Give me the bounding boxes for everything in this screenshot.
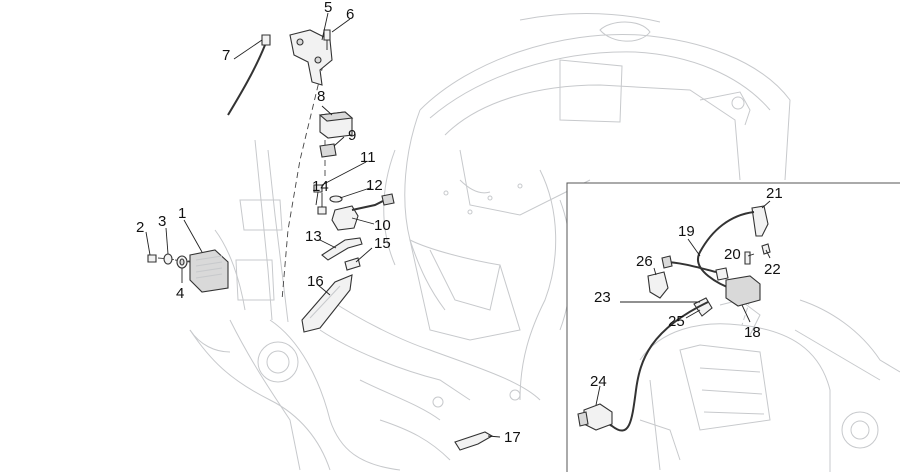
part-plate-16: [301, 274, 353, 333]
part-connector-26: [647, 255, 717, 299]
callout-4: 4: [176, 285, 184, 302]
part-ht-lead-19: [697, 211, 755, 291]
callout-11: 11: [360, 149, 376, 166]
callout-9: 9: [348, 127, 356, 144]
part-relay-8: [318, 111, 354, 139]
callout-14: 14: [312, 178, 329, 195]
callout-12: 12: [366, 177, 383, 194]
part-spring-15: [344, 257, 361, 271]
part-cable-tie-7: [227, 34, 271, 116]
callout-18: 18: [744, 324, 761, 341]
part-screw-2: [147, 254, 157, 263]
inset-panel: [566, 182, 900, 472]
callout-17: 17: [504, 429, 521, 446]
part-bracket-5: [289, 29, 333, 86]
callout-8: 8: [317, 88, 325, 105]
callout-labels: 5 6 7 8 9 11 12 14 10 13 15 16 1 2 3 4 1…: [136, 0, 783, 446]
part-washer-4: [176, 255, 188, 269]
part-sensor-lead-23: [597, 301, 709, 432]
part-sensor-24: [577, 403, 613, 431]
scooter-frame-ghost: [189, 13, 791, 471]
callout-21: 21: [766, 185, 783, 202]
callout-3: 3: [158, 213, 166, 230]
callout-13: 13: [305, 228, 322, 245]
part-rubber-mount-9: [319, 143, 337, 158]
callout-19: 19: [678, 223, 695, 240]
part-washer-3: [163, 253, 173, 265]
callout-2: 2: [136, 219, 144, 236]
callout-24: 24: [590, 373, 607, 390]
part-regulator-1: [189, 249, 229, 293]
callout-25: 25: [668, 313, 685, 330]
part-screw-20: [744, 251, 751, 265]
part-screw-11: [313, 184, 323, 206]
part-plug-cap-21: [751, 205, 769, 237]
part-screw-14: [317, 206, 327, 215]
callout-10: 10: [374, 217, 391, 234]
callout-7: 7: [222, 47, 230, 64]
callout-15: 15: [374, 235, 391, 252]
part-ignition-coil-18: [715, 267, 761, 307]
callout-23: 23: [594, 289, 611, 306]
callout-1: 1: [178, 205, 186, 222]
callout-5: 5: [324, 0, 332, 16]
callout-22: 22: [764, 261, 781, 278]
part-sensor-10: [331, 193, 395, 231]
part-bracket-13: [321, 237, 363, 261]
part-bracket-17: [454, 431, 494, 451]
callout-20: 20: [724, 246, 741, 263]
part-clip-22: [761, 243, 771, 255]
callout-26: 26: [636, 253, 653, 270]
callout-6: 6: [346, 6, 354, 23]
leader-lines: [145, 12, 771, 438]
part-washer-12: [329, 195, 343, 203]
callout-16: 16: [307, 273, 324, 290]
part-screw-6: [323, 29, 331, 50]
